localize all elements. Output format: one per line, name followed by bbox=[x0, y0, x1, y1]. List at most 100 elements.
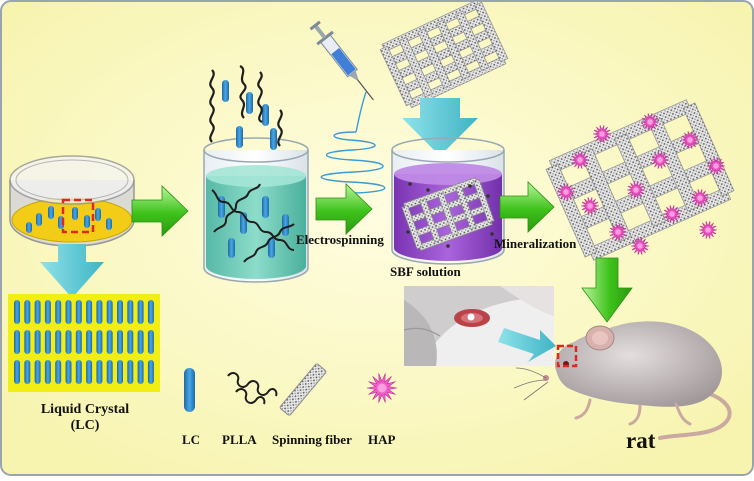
lc-rod bbox=[137, 360, 144, 384]
lc-rod bbox=[96, 330, 103, 354]
lc-rod bbox=[106, 330, 113, 354]
liquid-crystal-label-line2: (LC) bbox=[70, 418, 100, 433]
lc-rod bbox=[55, 360, 62, 384]
hap-crystal bbox=[690, 189, 710, 207]
lc-rod bbox=[44, 330, 51, 354]
hap-crystal bbox=[626, 181, 646, 199]
hap-crystal bbox=[592, 125, 612, 143]
hap-crystal bbox=[640, 113, 660, 131]
fiber-strip bbox=[472, 178, 495, 224]
legend-spinning-fiber-icon bbox=[279, 363, 327, 416]
lc-rod bbox=[14, 300, 20, 324]
lc-rod bbox=[127, 360, 134, 384]
fiber-strip bbox=[473, 1, 509, 63]
fiber-strip bbox=[379, 45, 415, 107]
lc-rod bbox=[55, 300, 62, 324]
legend-plla-icon bbox=[227, 372, 278, 405]
fiber-strip bbox=[455, 185, 477, 230]
hap-crystal bbox=[680, 131, 700, 149]
legend-spinning-fiber-label: Spinning fiber bbox=[272, 432, 352, 447]
lc-rod bbox=[24, 330, 31, 354]
legend-lc-icon bbox=[184, 368, 195, 412]
lc-rod bbox=[65, 360, 72, 384]
selection-box bbox=[61, 198, 95, 234]
fiber-strip bbox=[419, 198, 441, 243]
hap-crystal bbox=[662, 205, 682, 223]
rat-illustration bbox=[513, 321, 732, 440]
liquid-crystal-panel bbox=[8, 294, 160, 392]
lc-rod bbox=[96, 360, 103, 384]
electrospinning-label: Electrospinning bbox=[296, 232, 384, 247]
hap-crystal bbox=[366, 373, 398, 403]
beaker-1-materials bbox=[209, 65, 295, 263]
lc-rod bbox=[86, 330, 93, 354]
lc-rod bbox=[75, 300, 82, 324]
legend-hap-icon bbox=[366, 373, 398, 403]
lc-rod bbox=[127, 300, 134, 324]
lc-rod bbox=[55, 330, 62, 354]
lc-rod bbox=[34, 300, 41, 324]
submerged-fiber-mesh bbox=[401, 177, 495, 251]
lc-rod bbox=[86, 300, 93, 324]
hap-crystal bbox=[608, 223, 628, 241]
lc-rod bbox=[86, 360, 93, 384]
sbf-solution-label: SBF solution bbox=[390, 264, 461, 279]
fiber-strip bbox=[455, 10, 490, 72]
hap-crystal bbox=[630, 237, 650, 255]
lc-rod bbox=[14, 360, 20, 384]
lc-rod bbox=[147, 360, 154, 384]
hap-crystal bbox=[698, 221, 718, 239]
lc-rod bbox=[106, 360, 113, 384]
beaker-2-ions bbox=[406, 182, 494, 248]
surgery-photo-inset bbox=[403, 286, 554, 366]
mineralization-label: Mineralization bbox=[494, 236, 577, 251]
liquid-crystal-rod-array bbox=[14, 300, 154, 384]
fiber-strip bbox=[437, 191, 459, 237]
lc-rod bbox=[34, 330, 41, 354]
hap-crystal bbox=[570, 151, 590, 169]
hap-crystal bbox=[650, 151, 670, 169]
lc-rod bbox=[96, 300, 103, 324]
lc-rod bbox=[24, 300, 31, 324]
flow-arrow-1 bbox=[131, 185, 189, 237]
petri-lc-rods bbox=[26, 206, 112, 233]
lc-rod bbox=[24, 360, 31, 384]
fiber-strip bbox=[545, 163, 598, 258]
lc-rod bbox=[106, 300, 113, 324]
lc-rod bbox=[44, 360, 51, 384]
flow-arrow-2 bbox=[315, 183, 373, 235]
spun-fiber-lattice bbox=[379, 0, 509, 109]
fiber-strip bbox=[401, 204, 424, 250]
lc-rod bbox=[117, 360, 123, 384]
lc-rod bbox=[117, 330, 123, 354]
lc-rod bbox=[75, 360, 82, 384]
legend-hap-label: HAP bbox=[368, 432, 396, 447]
flow-arrow-3 bbox=[499, 181, 555, 233]
rat-implant-selection bbox=[556, 344, 578, 368]
lc-rod bbox=[75, 330, 82, 354]
detail-arrow-to-photo bbox=[498, 328, 556, 362]
detail-arrow-down bbox=[40, 244, 104, 298]
lc-rod bbox=[14, 330, 20, 354]
flow-arrow-down bbox=[581, 257, 633, 323]
legend-lc-label: LC bbox=[182, 432, 201, 447]
lc-rod bbox=[44, 300, 51, 324]
fiber-strip bbox=[579, 148, 632, 243]
lc-rod bbox=[147, 330, 154, 354]
liquid-crystal-label-line1: Liquid Crystal bbox=[40, 402, 130, 417]
lc-rod bbox=[137, 300, 144, 324]
hap-crystal bbox=[580, 197, 600, 215]
legend-plla-label: PLLA bbox=[222, 432, 257, 447]
liquid-crystal-label: Liquid Crystal (LC) bbox=[20, 402, 150, 434]
spinning-jet bbox=[320, 91, 386, 194]
hap-crystal bbox=[706, 157, 726, 175]
lc-rod bbox=[137, 330, 144, 354]
rat-label: rat bbox=[626, 428, 656, 453]
fiber-strip bbox=[648, 117, 701, 212]
lc-rod bbox=[127, 330, 134, 354]
lc-rod bbox=[117, 300, 123, 324]
mineralized-scaffold bbox=[545, 99, 735, 261]
fiber-strip bbox=[417, 28, 452, 89]
